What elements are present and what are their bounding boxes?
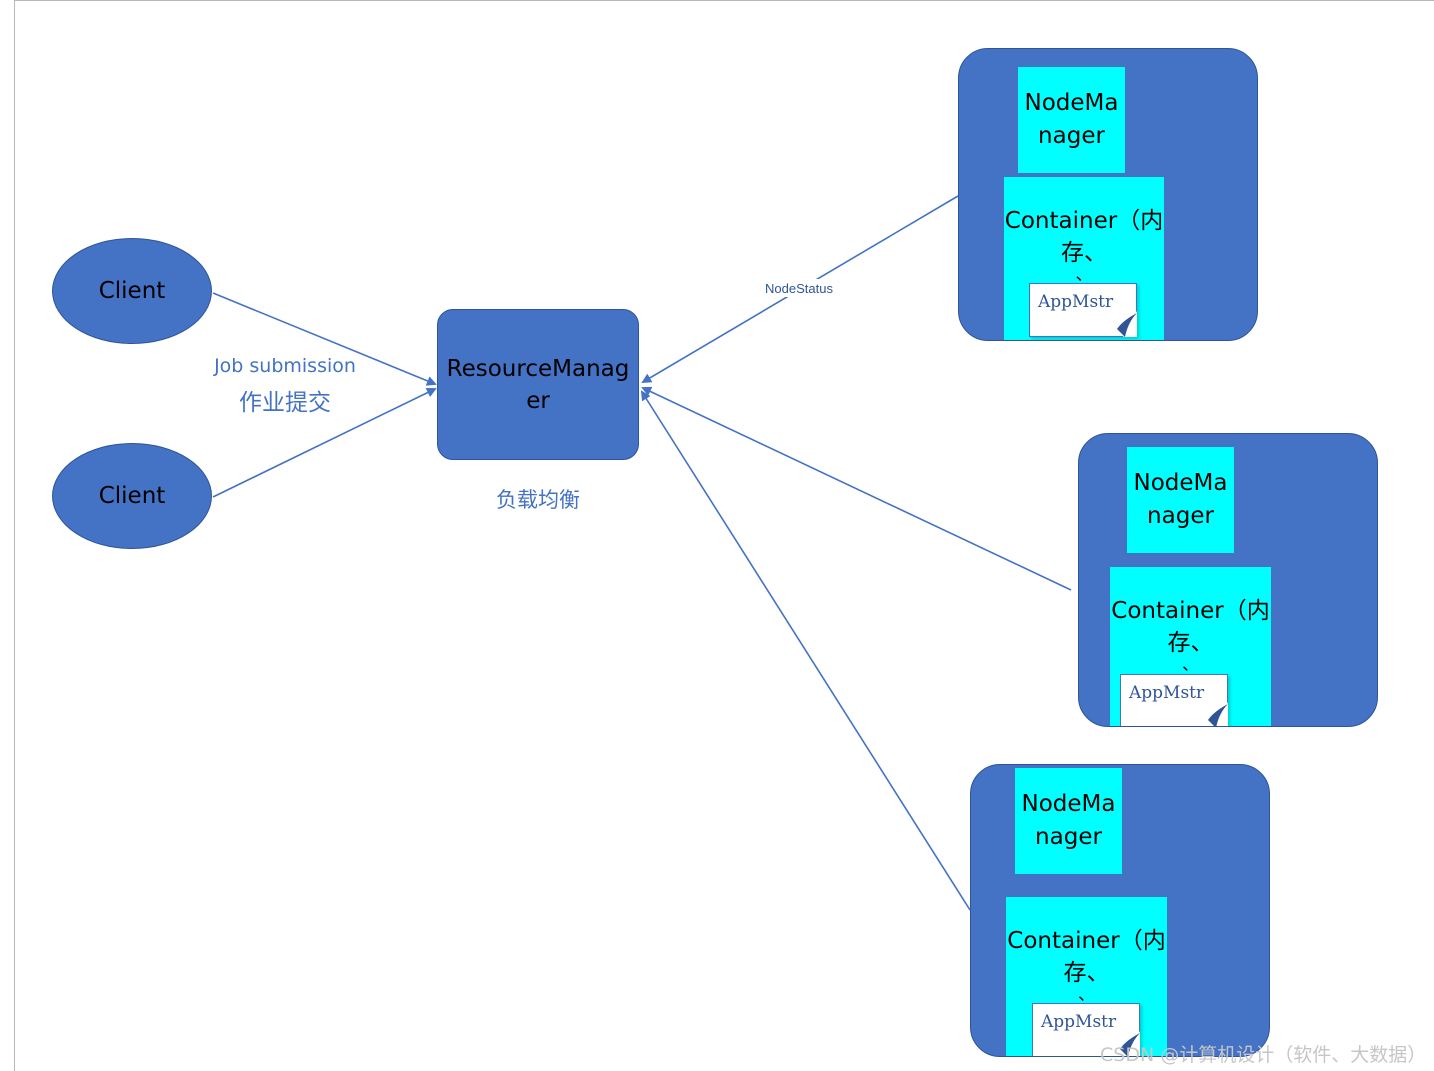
nodemanager-label: NodeManager	[1021, 791, 1116, 850]
node-box-2: NodeManager Container（内存、 、 AppMstr	[1078, 433, 1378, 727]
node-status-label-bg	[760, 279, 838, 297]
appmstr-label: AppMstr	[1041, 1012, 1117, 1032]
node-status-label: NodeStatus	[765, 281, 833, 296]
appmstr-label: AppMstr	[1129, 683, 1205, 703]
page-curl-icon	[1117, 311, 1137, 337]
nodemanager-box: NodeManager	[1014, 767, 1123, 875]
client-ellipse-2: Client	[52, 443, 212, 549]
job-submission-label-en: Job submission	[214, 355, 356, 377]
container-label-overflow: 、	[1075, 265, 1093, 285]
node3-to-rm-arrow	[640, 390, 971, 911]
container-label: Container（内存、	[1111, 598, 1270, 656]
client-label: Client	[98, 278, 166, 304]
node-box-3: NodeManager Container（内存、 、 AppMstr	[970, 764, 1270, 1057]
canvas-frame	[14, 0, 1434, 1071]
container-label: Container（内存、	[1007, 928, 1166, 986]
load-balance-label: 负载均衡	[496, 488, 580, 512]
page-curl-icon	[1120, 1031, 1140, 1056]
nodemanager-label: NodeManager	[1133, 470, 1228, 529]
node2-to-rm-arrow	[641, 386, 1072, 591]
appmstr-note: AppMstr	[1029, 283, 1137, 337]
client1-to-rm-arrow	[212, 292, 437, 386]
container-label-overflow: 、	[1182, 655, 1199, 675]
nodemanager-label: NodeManager	[1024, 90, 1119, 149]
page-curl-icon	[1208, 702, 1228, 726]
appmstr-note: AppMstr	[1032, 1003, 1140, 1056]
client-label: Client	[98, 483, 166, 509]
appmstr-note: AppMstr	[1120, 674, 1228, 726]
client2-to-rm-arrow	[212, 388, 437, 498]
nodemanager-box: NodeManager	[1126, 446, 1235, 554]
container-label: Container（内存、	[1004, 208, 1164, 266]
resource-manager-box: ResourceManager	[437, 309, 639, 460]
node-box-1: NodeManager Container（内存、 、 AppMstr	[958, 48, 1258, 341]
client-ellipse-1: Client	[52, 238, 212, 344]
job-submission-label-cn: 作业提交	[239, 390, 331, 416]
container-label-overflow: 、	[1078, 985, 1095, 1005]
resource-manager-label: ResourceManager	[446, 355, 630, 414]
nodemanager-box: NodeManager	[1017, 66, 1126, 174]
watermark: CSDN @计算机设计（软件、大数据）	[1100, 1044, 1427, 1066]
appmstr-label: AppMstr	[1038, 292, 1114, 312]
